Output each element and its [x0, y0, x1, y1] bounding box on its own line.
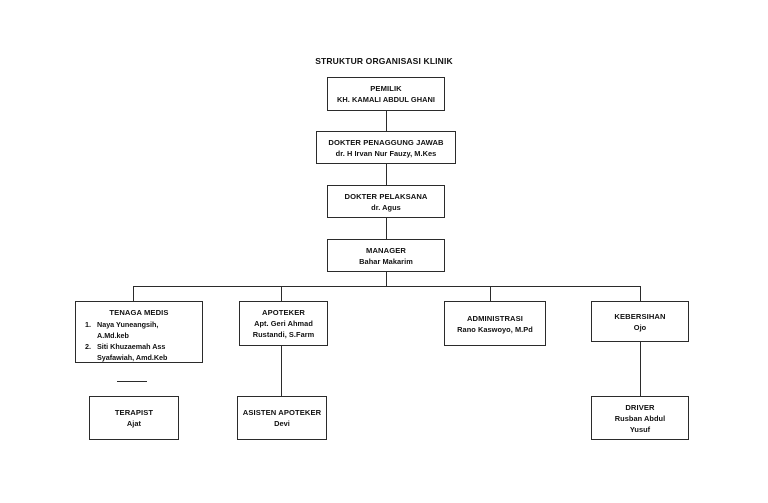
node-asisten-apoteker-person: Devi	[274, 419, 290, 428]
staff-number: 2.	[85, 342, 91, 351]
node-terapist-person: Ajat	[126, 419, 142, 428]
staff-name-line2: Syafawiah, Amd.Keb	[97, 352, 168, 362]
staff-name: Naya Yuneangsih, A.Md.keb	[97, 320, 196, 341]
node-administrasi-person: Rano Kaswoyo, M.Pd	[457, 324, 533, 334]
connector-bus-to-apoteker	[281, 286, 282, 301]
connector-manager-stem	[386, 272, 387, 286]
staff-name-line1: Naya Yuneangsih,	[97, 320, 159, 329]
node-dokter-penanggung-jawab-role: DOKTER PENAGGUNG JAWAB	[328, 137, 444, 147]
connector-bus-to-administrasi	[490, 286, 491, 301]
node-driver[interactable]: DRIVER Rusban Abdul Yusuf	[591, 396, 689, 440]
connector-dokter-pelaksana-to-manager	[386, 218, 387, 239]
node-administrasi[interactable]: ADMINISTRASI Rano Kaswoyo, M.Pd	[444, 301, 546, 346]
node-pemilik-role: PEMILIK	[370, 84, 402, 93]
node-pemilik-person: KH. KAMALI ABDUL GHANI	[337, 95, 435, 104]
list-item: 2. Siti Khuzaemah Ass Syafawiah, Amd.Keb	[82, 342, 196, 363]
node-kebersihan[interactable]: KEBERSIHAN Ojo	[591, 301, 689, 342]
node-administrasi-role: ADMINISTRASI	[466, 313, 524, 323]
node-dokter-penanggung-jawab-person: dr. H Irvan Nur Fauzy, M.Kes	[335, 148, 437, 158]
node-driver-role: DRIVER	[625, 402, 655, 412]
node-asisten-apoteker[interactable]: ASISTEN APOTEKER Devi	[237, 396, 327, 440]
node-apoteker-role: APOTEKER	[262, 308, 305, 317]
tenaga-medis-staff-list: 1. Naya Yuneangsih, A.Md.keb 2. Siti Khu…	[82, 320, 196, 364]
node-pemilik[interactable]: PEMILIK KH. KAMALI ABDUL GHANI	[327, 77, 445, 111]
node-asisten-apoteker-role: ASISTEN APOTEKER	[242, 408, 322, 417]
node-dokter-penanggung-jawab[interactable]: DOKTER PENAGGUNG JAWAB dr. H Irvan Nur F…	[316, 131, 456, 164]
node-terapist-role: TERAPIST	[114, 408, 154, 417]
node-dokter-pelaksana-role: DOKTER PELAKSANA	[344, 191, 428, 201]
node-manager-person: Bahar Makarim	[359, 256, 413, 266]
staff-name-line1: Siti Khuzaemah Ass	[97, 342, 166, 351]
connector-apoteker-to-asisten-apoteker	[281, 346, 282, 396]
node-terapist[interactable]: TERAPIST Ajat	[89, 396, 179, 440]
node-manager-role: MANAGER	[366, 245, 406, 255]
connector-bus-to-tenaga-medis	[133, 286, 134, 301]
node-kebersihan-person: Ojo	[633, 322, 647, 332]
node-driver-person-line2: Yusuf	[629, 424, 651, 434]
node-kebersihan-role: KEBERSIHAN	[614, 311, 666, 321]
staff-number: 1.	[85, 320, 91, 329]
staff-name: Siti Khuzaemah Ass Syafawiah, Amd.Keb	[97, 342, 196, 363]
page-title: STRUKTUR ORGANISASI KLINIK	[315, 56, 453, 66]
staff-name-line2: A.Md.keb	[97, 330, 129, 340]
connector-dokter-penanggung-jawab-to-dokter-pelaksana	[386, 164, 387, 185]
connector-bus-to-kebersihan	[640, 286, 641, 301]
list-item: 1. Naya Yuneangsih, A.Md.keb	[82, 320, 196, 341]
connector-pemilik-to-dokter-penanggung-jawab	[386, 111, 387, 131]
node-dokter-pelaksana-person: dr. Agus	[371, 202, 401, 212]
divider-under-tenaga-medis	[117, 381, 147, 382]
node-tenaga-medis-role: TENAGA MEDIS	[109, 308, 169, 317]
node-tenaga-medis[interactable]: TENAGA MEDIS 1. Naya Yuneangsih, A.Md.ke…	[75, 301, 203, 363]
connector-manager-bus	[133, 286, 640, 287]
connector-kebersihan-to-driver	[640, 342, 641, 396]
node-driver-person-line1: Rusban Abdul	[614, 413, 666, 423]
node-manager[interactable]: MANAGER Bahar Makarim	[327, 239, 445, 272]
node-apoteker-person-line2: Rustandi, S.Farm	[252, 330, 315, 339]
node-apoteker-person-line1: Apt. Geri Ahmad	[254, 319, 313, 328]
node-apoteker[interactable]: APOTEKER Apt. Geri Ahmad Rustandi, S.Far…	[239, 301, 328, 346]
node-dokter-pelaksana[interactable]: DOKTER PELAKSANA dr. Agus	[327, 185, 445, 218]
